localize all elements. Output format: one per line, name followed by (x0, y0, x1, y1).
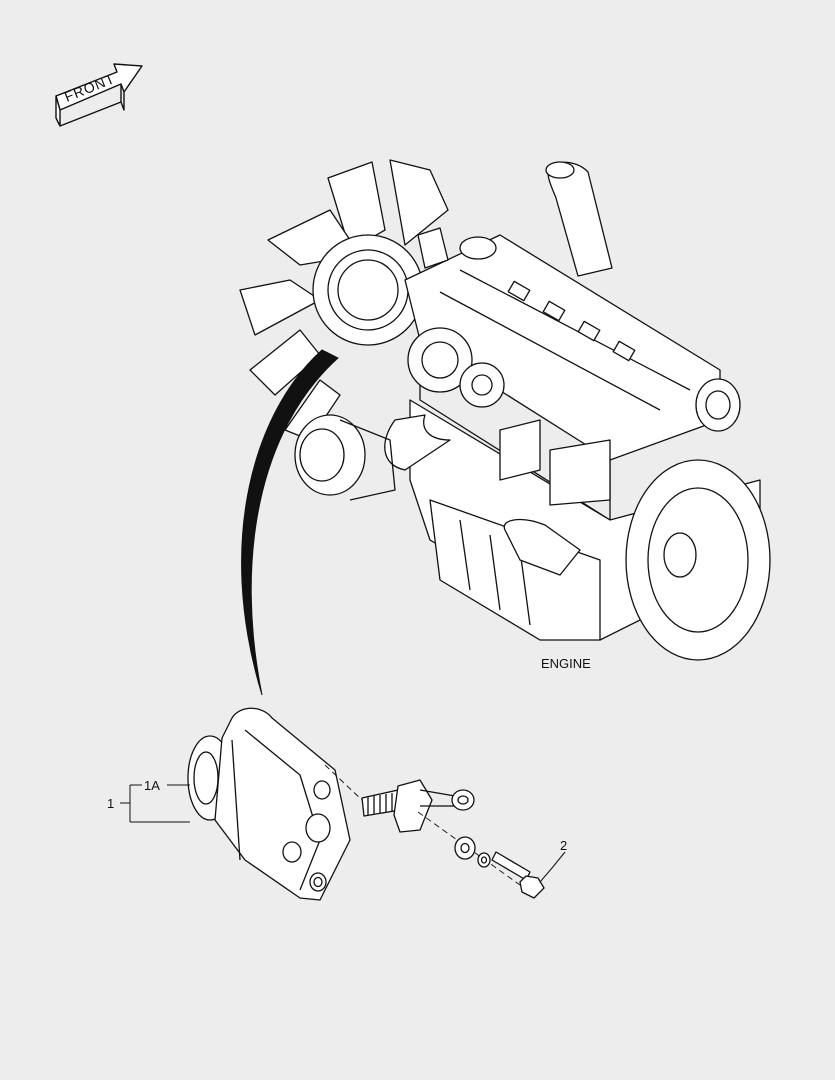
leader-sweep (241, 349, 339, 696)
adjusting-link-icon (361, 779, 475, 833)
callout-2: 2 (560, 838, 568, 853)
callout-leaders (120, 784, 566, 883)
front-arrow-icon (55, 63, 143, 127)
engine-icon (294, 161, 771, 661)
engine-label: ENGINE (541, 656, 591, 671)
alternator-icon (187, 707, 351, 901)
callout-1a: 1A (144, 778, 160, 793)
fan-icon (239, 159, 449, 441)
hardware-icon (454, 836, 545, 899)
callout-1: 1 (107, 796, 115, 811)
